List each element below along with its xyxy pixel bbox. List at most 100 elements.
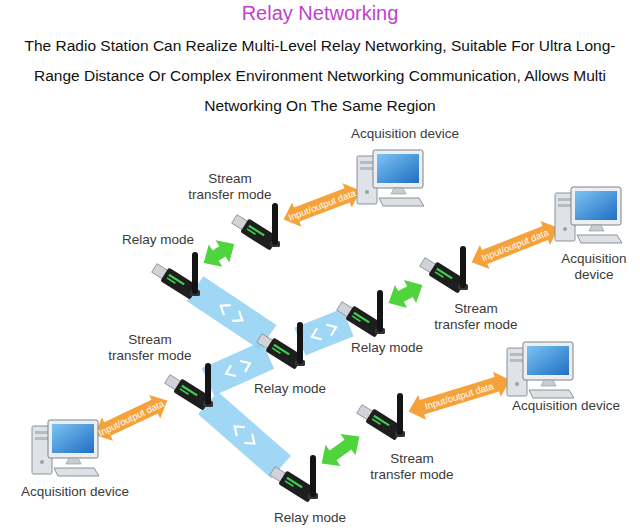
arrow-shape bbox=[284, 183, 361, 227]
monitor-stand bbox=[391, 188, 406, 194]
radio-module-node: Stream transfer mode bbox=[355, 393, 413, 445]
radio-module-node: Relay mode bbox=[335, 290, 393, 342]
arrow-shape bbox=[204, 240, 235, 266]
node-label: Relay mode bbox=[118, 232, 198, 248]
tower-drive bbox=[510, 359, 524, 362]
radio-icon bbox=[418, 246, 476, 298]
monitor-frame bbox=[373, 150, 423, 188]
computer-icon bbox=[355, 148, 425, 210]
status-strip bbox=[372, 418, 381, 425]
monitor-stand bbox=[589, 225, 604, 231]
arrow-shape bbox=[95, 395, 168, 441]
radio-icon bbox=[230, 203, 288, 255]
band-chevron bbox=[240, 361, 250, 372]
antenna bbox=[205, 363, 211, 405]
radio-module-node: Relay mode bbox=[150, 252, 208, 304]
status-strip bbox=[352, 315, 361, 322]
keyboard bbox=[54, 468, 99, 476]
band-chevron bbox=[312, 328, 322, 339]
node-label: Relay mode bbox=[250, 381, 330, 397]
data-arrow bbox=[409, 372, 511, 420]
computer-node: Acquisition device bbox=[553, 185, 623, 247]
radio-link-band bbox=[294, 309, 353, 356]
keyboard bbox=[577, 235, 622, 243]
radio-module-node: Stream transfer mode bbox=[163, 363, 221, 415]
tower-button bbox=[365, 190, 369, 194]
tower-drive bbox=[35, 437, 49, 440]
edge-label: Input/output data bbox=[287, 187, 358, 223]
radio-module-node: Stream transfer mode bbox=[418, 246, 476, 298]
tower-button bbox=[515, 382, 519, 386]
radio-icon bbox=[268, 455, 326, 507]
monitor-stand bbox=[66, 458, 81, 464]
band-chevron bbox=[235, 426, 245, 436]
computer-icon bbox=[505, 340, 575, 402]
band-body bbox=[198, 392, 291, 479]
tower-drive bbox=[360, 161, 374, 164]
radio-module-node: Stream transfer mode bbox=[230, 203, 288, 255]
radio-module-node: Relay mode bbox=[268, 455, 326, 507]
band-chevron bbox=[244, 434, 254, 444]
antenna bbox=[377, 290, 383, 332]
status-strip bbox=[272, 347, 281, 354]
monitor-screen bbox=[52, 424, 94, 453]
monitor-frame bbox=[523, 342, 573, 380]
keyboard bbox=[379, 198, 424, 206]
computer-icon bbox=[30, 418, 100, 480]
monitor-screen bbox=[377, 154, 419, 183]
edge-label: Input/output data bbox=[96, 398, 165, 438]
data-arrow bbox=[284, 183, 361, 227]
radio-icon bbox=[150, 252, 208, 304]
radio-icon bbox=[355, 393, 413, 445]
band-body bbox=[202, 341, 274, 395]
status-strip bbox=[167, 277, 176, 284]
tower-drive bbox=[360, 167, 374, 170]
antenna bbox=[310, 455, 316, 497]
monitor-screen bbox=[575, 191, 617, 220]
node-label: Stream transfer mode bbox=[105, 332, 195, 364]
antenna bbox=[460, 246, 466, 288]
band-body bbox=[294, 309, 353, 356]
computer-node: Acquisition device bbox=[30, 418, 100, 480]
tower-drive bbox=[558, 198, 572, 201]
wireless-link-arrow bbox=[389, 280, 423, 308]
monitor-frame bbox=[571, 187, 621, 225]
antenna bbox=[272, 203, 278, 245]
status-strip bbox=[285, 480, 294, 487]
antenna bbox=[192, 252, 198, 294]
band-body bbox=[187, 276, 277, 350]
radio-module-node: Relay mode bbox=[255, 322, 313, 374]
node-label: Acquisition device bbox=[496, 398, 636, 414]
node-label: Stream transfer mode bbox=[430, 301, 522, 333]
node-label: Acquisition device bbox=[554, 251, 634, 283]
status-strip bbox=[180, 388, 189, 395]
diagram-caption: The Radio Station Can Realize Multi-Leve… bbox=[12, 31, 628, 121]
arrow-shape bbox=[389, 280, 423, 308]
node-label: Stream transfer mode bbox=[185, 171, 275, 203]
data-arrow bbox=[472, 221, 559, 269]
edge-label: Input/output data bbox=[480, 227, 550, 264]
band-chevron bbox=[232, 311, 242, 321]
arrow-shape bbox=[409, 372, 511, 420]
arrow-shape bbox=[472, 221, 559, 269]
node-label: Stream transfer mode bbox=[367, 451, 457, 483]
computer-icon bbox=[553, 185, 623, 247]
computer-node: Acquisition device bbox=[505, 340, 575, 402]
wireless-link-arrow bbox=[204, 240, 235, 266]
monitor-frame bbox=[48, 420, 98, 458]
node-label: Acquisition device bbox=[5, 484, 145, 500]
node-label: Acquisition device bbox=[345, 126, 465, 142]
radio-link-band bbox=[187, 276, 277, 350]
radio-icon bbox=[163, 363, 221, 415]
wireless-link-arrow bbox=[322, 434, 360, 466]
status-strip bbox=[247, 228, 256, 235]
data-arrow bbox=[95, 395, 168, 441]
radio-link-band bbox=[198, 392, 291, 479]
computer-node: Acquisition device bbox=[355, 148, 425, 210]
radio-link-band bbox=[202, 341, 274, 395]
node-label: Relay mode bbox=[347, 340, 427, 356]
status-strip bbox=[435, 271, 444, 278]
tower-drive bbox=[558, 204, 572, 207]
monitor-screen bbox=[527, 346, 569, 375]
